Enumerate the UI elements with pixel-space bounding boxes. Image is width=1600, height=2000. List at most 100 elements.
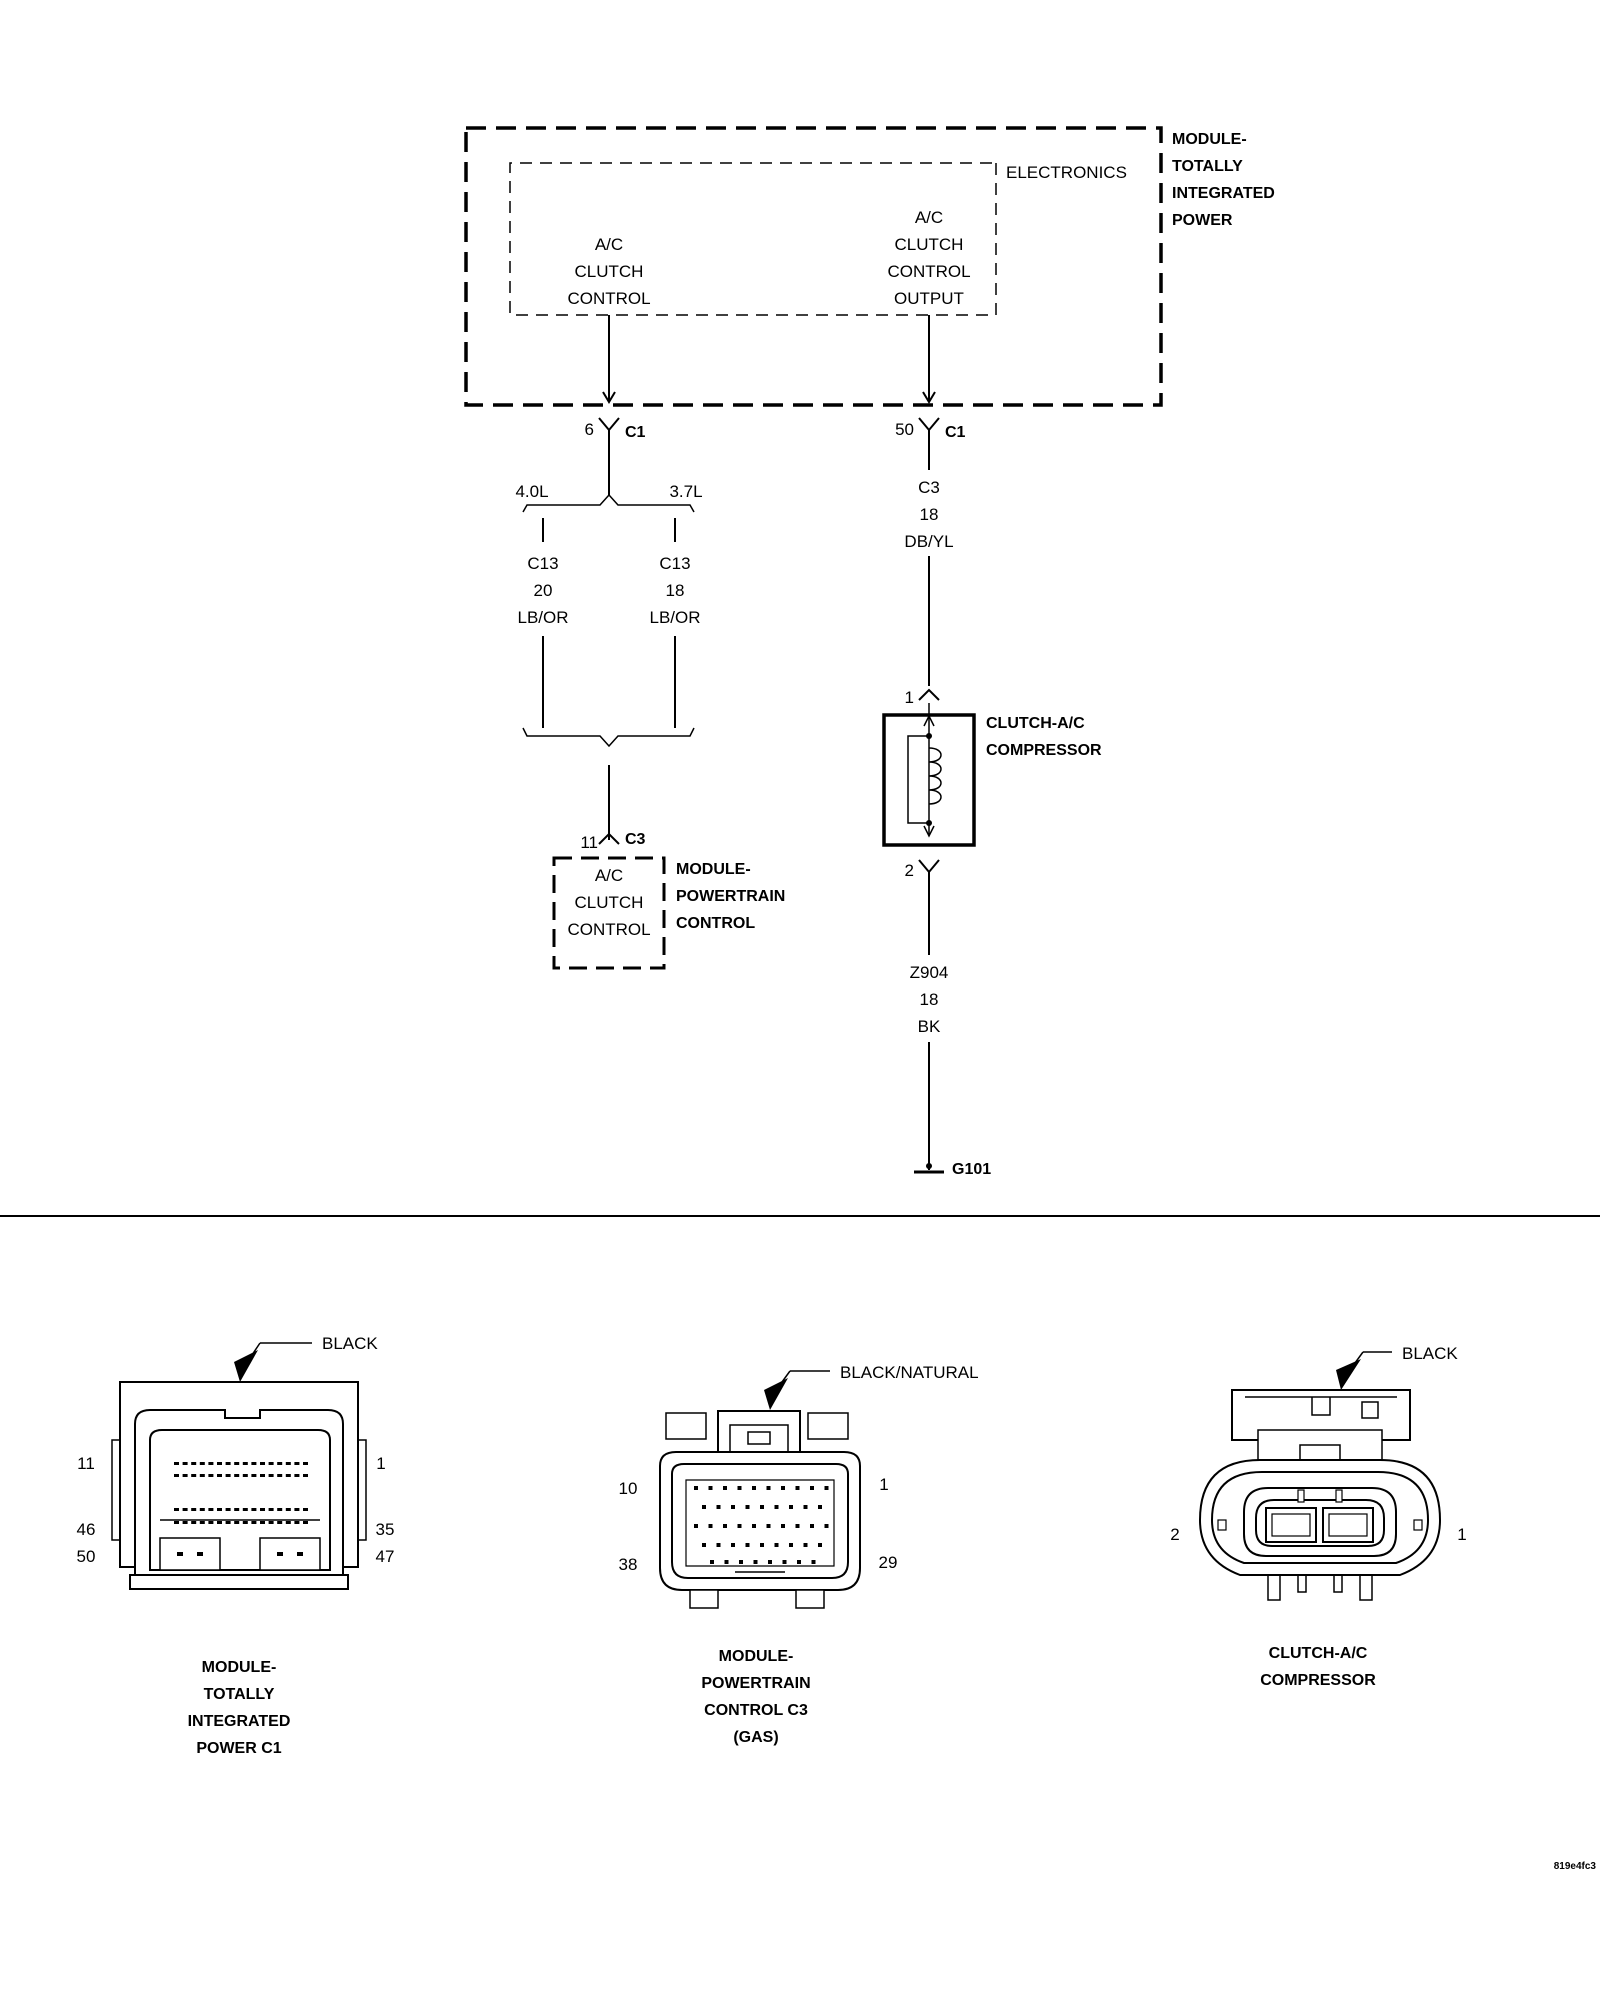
tipm-output-line-1: A/C — [915, 208, 943, 227]
pcm-c3-pointer-arrow — [764, 1378, 788, 1410]
tipm-right-arrow — [922, 391, 936, 404]
pcm-inner-line-1: A/C — [595, 866, 623, 885]
pcm-pin-cavity — [723, 1486, 727, 1490]
wire-c13-3-7-gauge: 18 — [666, 581, 685, 600]
pcm-pin-cavity — [803, 1505, 808, 1509]
tipm-pin-cavity — [225, 1521, 231, 1524]
pcm-pin-cavity — [694, 1486, 698, 1490]
pcm-pin-cavity — [810, 1524, 814, 1528]
pcm-pin-cavity — [824, 1524, 829, 1528]
tipm-pin-cavity — [294, 1474, 300, 1477]
c3-pin11-connector-symbol — [598, 832, 620, 845]
pcm-pin-cavity — [716, 1543, 721, 1547]
tipm-output-line-3: CONTROL — [887, 262, 970, 281]
tipm-pin-cavity — [234, 1508, 240, 1511]
pcm-pin-cavity — [752, 1524, 756, 1528]
pcm-pin-cavity — [760, 1505, 764, 1509]
pcm-pin-cavity — [737, 1486, 742, 1490]
wire-z904-gauge: 18 — [920, 990, 939, 1009]
pcm-c3-pin-10: 10 — [619, 1479, 638, 1498]
tipm-pin-cavity — [182, 1462, 188, 1465]
pcm-pin-cavity — [708, 1486, 713, 1490]
tipm-c1-caption-line-2: TOTALLY — [204, 1686, 275, 1703]
engine-option-split-top — [522, 493, 695, 513]
pcm-pin-cavity — [731, 1543, 735, 1547]
tipm-pin-cavity — [199, 1462, 205, 1465]
c1-pin50-connector-symbol — [918, 417, 940, 432]
c1-pin6-connector-label: C1 — [625, 424, 646, 441]
pcm-pin-cavity — [694, 1524, 698, 1528]
pcm-c3-pin-cavities — [694, 1486, 829, 1564]
pcm-c3-pin-1: 1 — [879, 1475, 888, 1494]
tipm-c1-pin-46: 46 — [77, 1520, 96, 1539]
tipm-c1-pin-11: 11 — [77, 1454, 95, 1473]
tipm-pin-cavity — [285, 1462, 291, 1465]
pcm-pin-cavity — [745, 1543, 750, 1547]
pcm-name-line-2: POWERTRAIN — [676, 888, 785, 905]
pcm-pin-cavity — [723, 1524, 727, 1528]
tipm-pin-cavity — [303, 1521, 308, 1524]
c1-pin6-connector-symbol — [598, 417, 620, 432]
pcm-pin-cavity — [753, 1560, 758, 1564]
tipm-pin-cavity — [251, 1521, 257, 1524]
pcm-pin-cavity — [702, 1505, 706, 1509]
pcm-pin-cavity — [818, 1505, 822, 1509]
pcm-pin-cavity — [737, 1524, 742, 1528]
wire-c13-4-0-gauge: 20 — [534, 581, 553, 600]
clutch-pointer-arrow — [1336, 1359, 1361, 1390]
tipm-pin-cavity — [191, 1474, 197, 1477]
pcm-c3-caption-line-2: POWERTRAIN — [701, 1675, 810, 1692]
tipm-pin-cavity — [285, 1474, 291, 1477]
tipm-pin-cavity — [217, 1508, 222, 1511]
tipm-name-line-4: POWER — [1172, 212, 1233, 229]
pcm-c3-caption-line-1: MODULE- — [719, 1648, 794, 1665]
tipm-pin-cavity — [225, 1508, 231, 1511]
tipm-pin-cavity — [260, 1521, 265, 1524]
c1-pin6-number: 6 — [585, 420, 594, 439]
pcm-pin-cavity — [766, 1524, 771, 1528]
pcm-pin-cavity — [818, 1543, 822, 1547]
tipm-pin-cavity — [285, 1508, 291, 1511]
tipm-pin-cavity — [234, 1521, 240, 1524]
tipm-pin-cavity — [208, 1521, 214, 1524]
tipm-c1-caption-line-1: MODULE- — [202, 1659, 277, 1676]
tipm-c1-pin-47: 47 — [376, 1547, 395, 1566]
tipm-output-line-4: OUTPUT — [894, 289, 964, 308]
tipm-c1-pin-cavities — [174, 1462, 308, 1524]
clutch-pin1-connector-symbol — [918, 688, 940, 701]
tipm-c1-caption-line-3: INTEGRATED — [188, 1713, 291, 1730]
tipm-pin-cavity — [199, 1474, 205, 1477]
wire-z904-color: BK — [918, 1017, 941, 1036]
tipm-pin-cavity — [234, 1462, 240, 1465]
tipm-pin-cavity — [217, 1462, 222, 1465]
clutch-pin2-connector-symbol — [918, 859, 940, 874]
tipm-output-line-2: CLUTCH — [895, 235, 964, 254]
tipm-pin-cavity — [217, 1474, 222, 1477]
pcm-module-boundary — [552, 856, 666, 970]
pcm-c3-pin-38: 38 — [619, 1555, 638, 1574]
tipm-pin-cavity — [242, 1462, 248, 1465]
clutch-name-line-1: CLUTCH-A/C — [986, 715, 1085, 732]
ground-label: G101 — [952, 1161, 991, 1178]
wire-c3-color: DB/YL — [904, 532, 953, 551]
pcm-pin-cavity — [789, 1505, 793, 1509]
figure-id: 819e4fc3 — [1554, 1861, 1597, 1872]
pcm-pin-cavity — [708, 1524, 713, 1528]
tipm-pin-cavity — [268, 1462, 274, 1465]
clutch-pin2-number: 2 — [905, 861, 914, 880]
tipm-pin-cavity — [242, 1474, 248, 1477]
tipm-ac-clutch-control-line-2: CLUTCH — [575, 262, 644, 281]
pcm-pin-cavity — [789, 1543, 793, 1547]
tipm-pin-cavity — [277, 1521, 283, 1524]
tipm-pin-cavity — [294, 1462, 300, 1465]
engine-option-3-7l: 3.7L — [669, 482, 702, 501]
tipm-pin-cavity — [191, 1521, 197, 1524]
tipm-pin-cavity — [234, 1474, 240, 1477]
tipm-pin-cavity — [191, 1508, 197, 1511]
tipm-c1-caption-line-4: POWER C1 — [196, 1740, 281, 1757]
clutch-coil-frame — [907, 735, 929, 824]
pcm-pin-cavity — [766, 1486, 771, 1490]
tipm-ac-clutch-control-line-3: CONTROL — [567, 289, 650, 308]
pcm-pin-cavity — [810, 1486, 814, 1490]
pcm-pin-cavity — [774, 1505, 779, 1509]
